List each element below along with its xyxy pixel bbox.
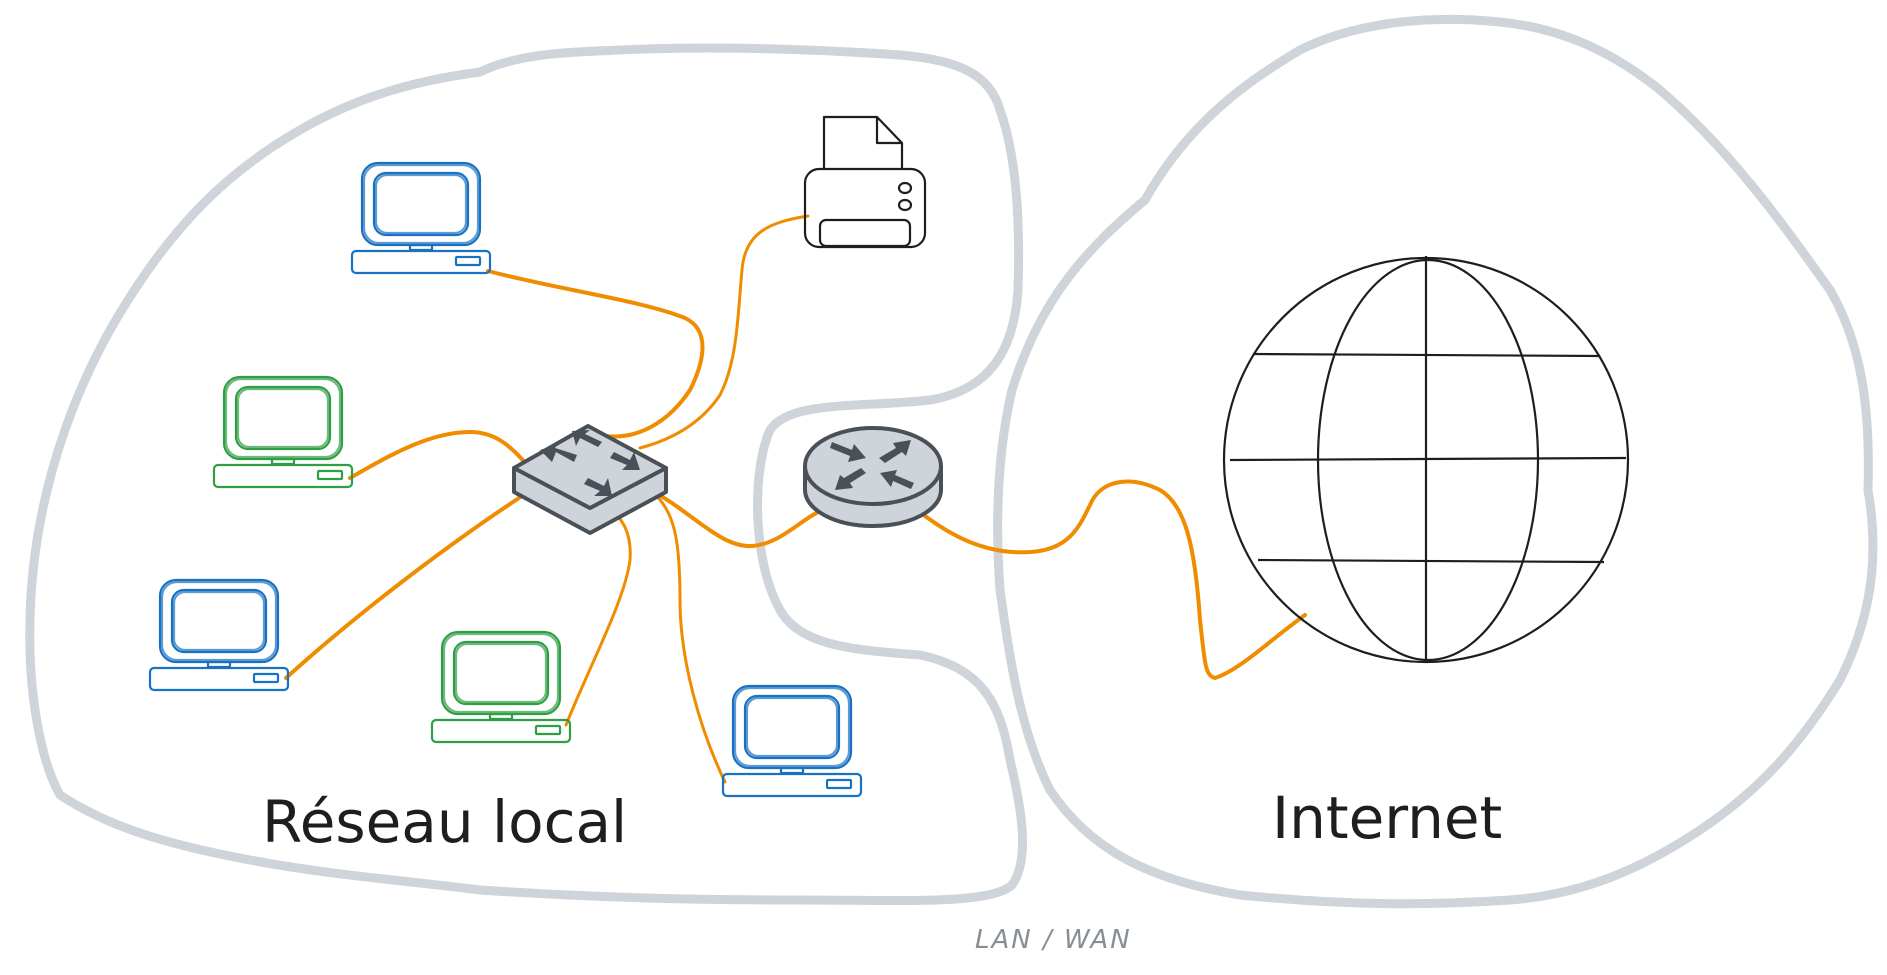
computer-icon [148,578,290,692]
router[interactable] [803,426,943,528]
printer-icon [803,115,927,249]
cable-pc4-switch [564,503,632,727]
network-switch[interactable] [512,424,668,535]
switch-icon [512,424,668,535]
cable-pc3-switch [284,494,524,680]
printer[interactable] [803,115,927,249]
cable-printer-switch [638,214,810,450]
computer-1[interactable] [350,161,492,275]
globe-icon [1222,256,1630,664]
lan-zone-boundary [25,43,1028,906]
computer-icon [430,630,572,744]
internet-zone-label: Internet [1272,784,1502,852]
internet-globe[interactable] [1222,256,1630,664]
diagram-caption: LAN / WAN [975,925,1132,955]
computer-icon [721,684,863,798]
router-icon [803,426,943,528]
cable-pc5-switch [648,488,727,784]
cables [284,214,1307,784]
computer-3[interactable] [148,578,290,692]
cable-pc2-switch [348,429,532,480]
cable-pc1-switch [486,269,705,439]
computer-icon [212,375,354,489]
cable-switch-router [648,488,824,549]
computer-5[interactable] [721,684,863,798]
computer-icon [350,161,492,275]
computer-2[interactable] [212,375,354,489]
cable-router-internet [919,479,1307,681]
computer-4[interactable] [430,630,572,744]
lan-zone-label: Réseau local [262,788,627,856]
internet-zone-boundary [993,14,1878,909]
